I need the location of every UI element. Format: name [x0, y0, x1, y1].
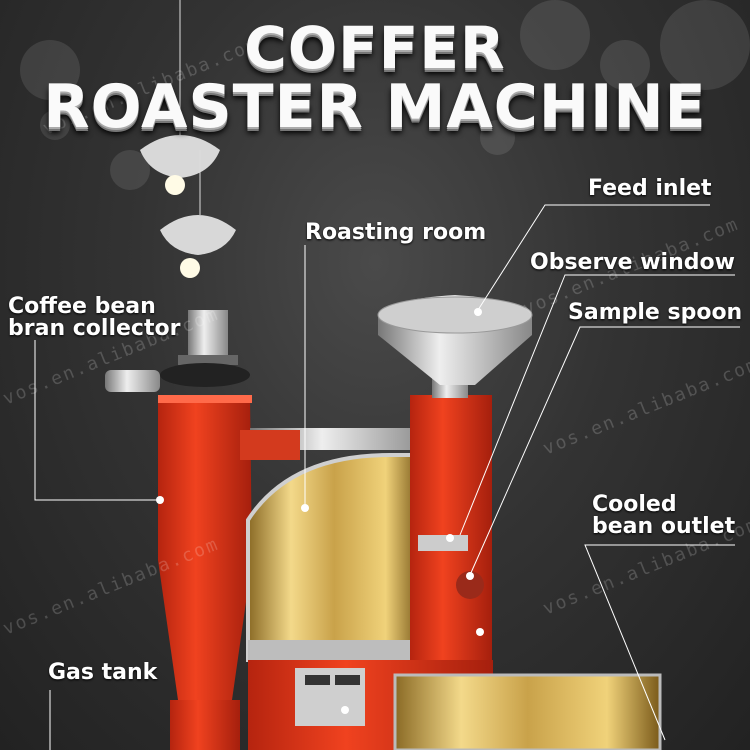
- title-line-2: ROASTER MACHINE: [43, 72, 707, 142]
- label-bran-collector-line-2: bran collector: [8, 316, 181, 341]
- bokeh-light: [40, 110, 70, 140]
- bran-collector-cyclone: [158, 395, 252, 750]
- bokeh-light: [660, 0, 750, 90]
- bokeh-light: [600, 40, 650, 90]
- label-cooled-bean-outlet: Cooled bean outlet: [592, 494, 735, 538]
- callout-leaders: [34, 204, 740, 750]
- label-sample-spoon: Sample spoon: [568, 300, 743, 325]
- callout-dots: [156, 308, 484, 714]
- bokeh-light: [20, 40, 80, 100]
- pipes: [240, 428, 430, 460]
- label-cooled-bean-outlet-line-1: Cooled: [592, 492, 677, 517]
- pendant-lamps: [140, 0, 236, 278]
- label-roasting-room: Roasting room: [305, 220, 487, 245]
- label-observe-window: Observe window: [530, 250, 735, 275]
- bokeh-light: [480, 120, 515, 155]
- bokeh-light: [520, 0, 590, 70]
- title-line-1: COFFER: [244, 14, 506, 82]
- label-bran-collector: Coffee bean bran collector: [8, 296, 180, 340]
- label-cooled-bean-outlet-line-2: bean outlet: [592, 514, 736, 539]
- label-gas-tank: Gas tank: [48, 660, 158, 685]
- cooling-tray: [393, 673, 662, 750]
- roasting-drum: [246, 453, 422, 662]
- label-bran-collector-line-1: Coffee bean: [8, 294, 156, 319]
- label-feed-inlet: Feed inlet: [588, 176, 712, 201]
- bran-collector-motor: [105, 310, 250, 392]
- feed-hopper: [377, 295, 533, 385]
